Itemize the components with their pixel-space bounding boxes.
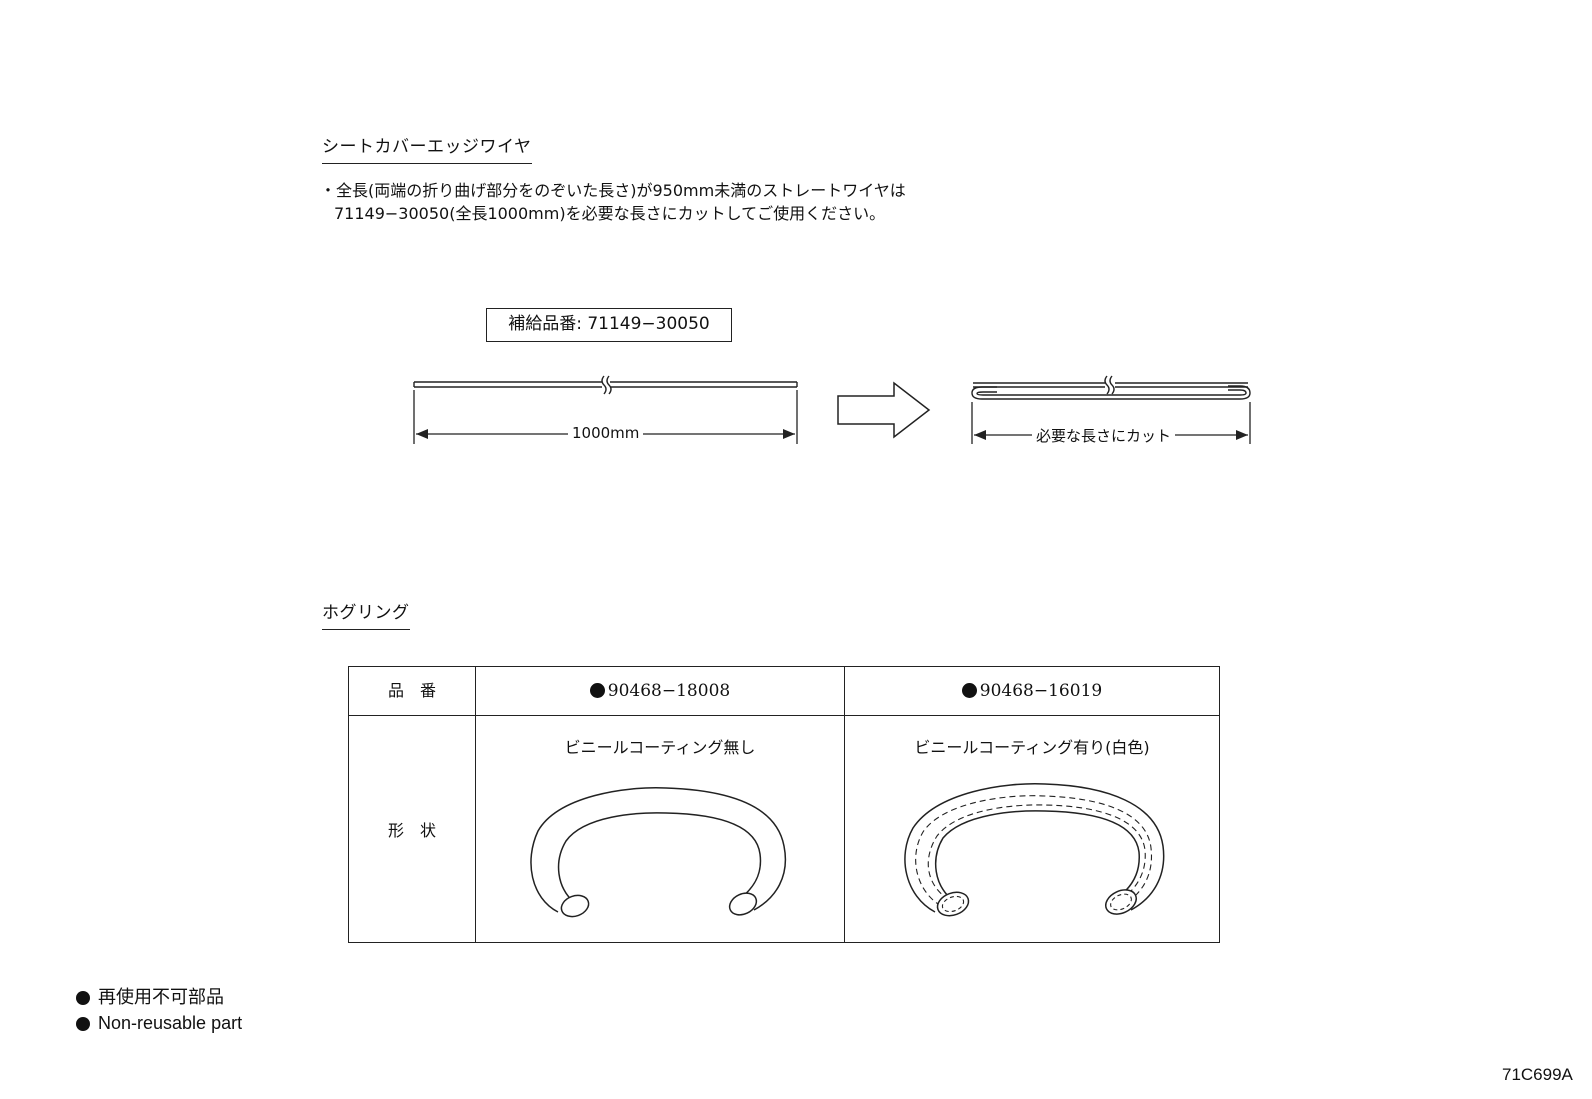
supply-part-number-box: 補給品番: 71149−30050 [486,308,732,342]
part-number-1: 90468−18008 [607,681,731,701]
row-label-part-number: 品 番 [348,666,476,716]
legend-text-jp: 再使用不可部品 [98,987,224,1007]
legend: 再使用不可部品 Non-reusable part [76,984,242,1036]
non-reusable-bullet-icon [589,683,605,698]
legend-text-en: Non-reusable part [98,1013,243,1033]
dimension-label-1000mm: 1000mm [568,424,644,442]
legend-line-jp: 再使用不可部品 [76,984,242,1010]
row-label-shape: 形 状 [348,715,476,943]
table-row: 品 番 90468−18008 90468−16019 [348,666,1220,716]
section-title-hog-ring: ホグリング [322,598,410,630]
table-row: 形 状 ビニールコーティング無し ビニールコーティング有り(白色) [348,715,1220,943]
non-reusable-bullet-icon [961,683,977,698]
straight-wire [413,375,798,395]
non-reusable-bullet-icon [76,991,90,1005]
row-label-text: 形 状 [387,821,436,840]
shape-cell-uncoated: ビニールコーティング無し [475,715,845,943]
right-arrow-icon [837,381,931,439]
part-number-cell-1: 90468−18008 [475,666,845,716]
hog-ring-uncoated-icon [530,787,787,918]
dimension-label-cut: 必要な長さにカット [1032,425,1176,446]
row-label-text: 品 番 [387,681,436,700]
note-line-1: ・全長(両端の折り曲げ部分をのぞいた長さ)が950mm未満のストレートワイヤは [320,181,906,200]
section-title-edge-wire: シートカバーエッジワイヤ [322,132,532,164]
bent-wire [971,375,1251,400]
non-reusable-bullet-icon [76,1017,90,1031]
figure-code: 71C699A [1502,1065,1573,1084]
note-line-2: 71149−30050(全長1000mm)を必要な長さにカットしてご使用ください… [334,204,886,223]
shape-description-uncoated: ビニールコーティング無し [564,738,756,757]
hog-ring-coated-icon [904,783,1165,917]
shape-description-coated: ビニールコーティング有り(白色) [914,738,1150,757]
shape-cell-coated: ビニールコーティング有り(白色) [844,715,1220,943]
hog-ring-table: 品 番 90468−18008 90468−16019 形 状 ビニールコーティ… [348,666,1220,943]
part-number-cell-2: 90468−16019 [844,666,1220,716]
edge-wire-note: ・全長(両端の折り曲げ部分をのぞいた長さ)が950mm未満のストレートワイヤは … [320,179,906,225]
part-number-2: 90468−16019 [979,681,1103,701]
legend-line-en: Non-reusable part [76,1010,242,1036]
